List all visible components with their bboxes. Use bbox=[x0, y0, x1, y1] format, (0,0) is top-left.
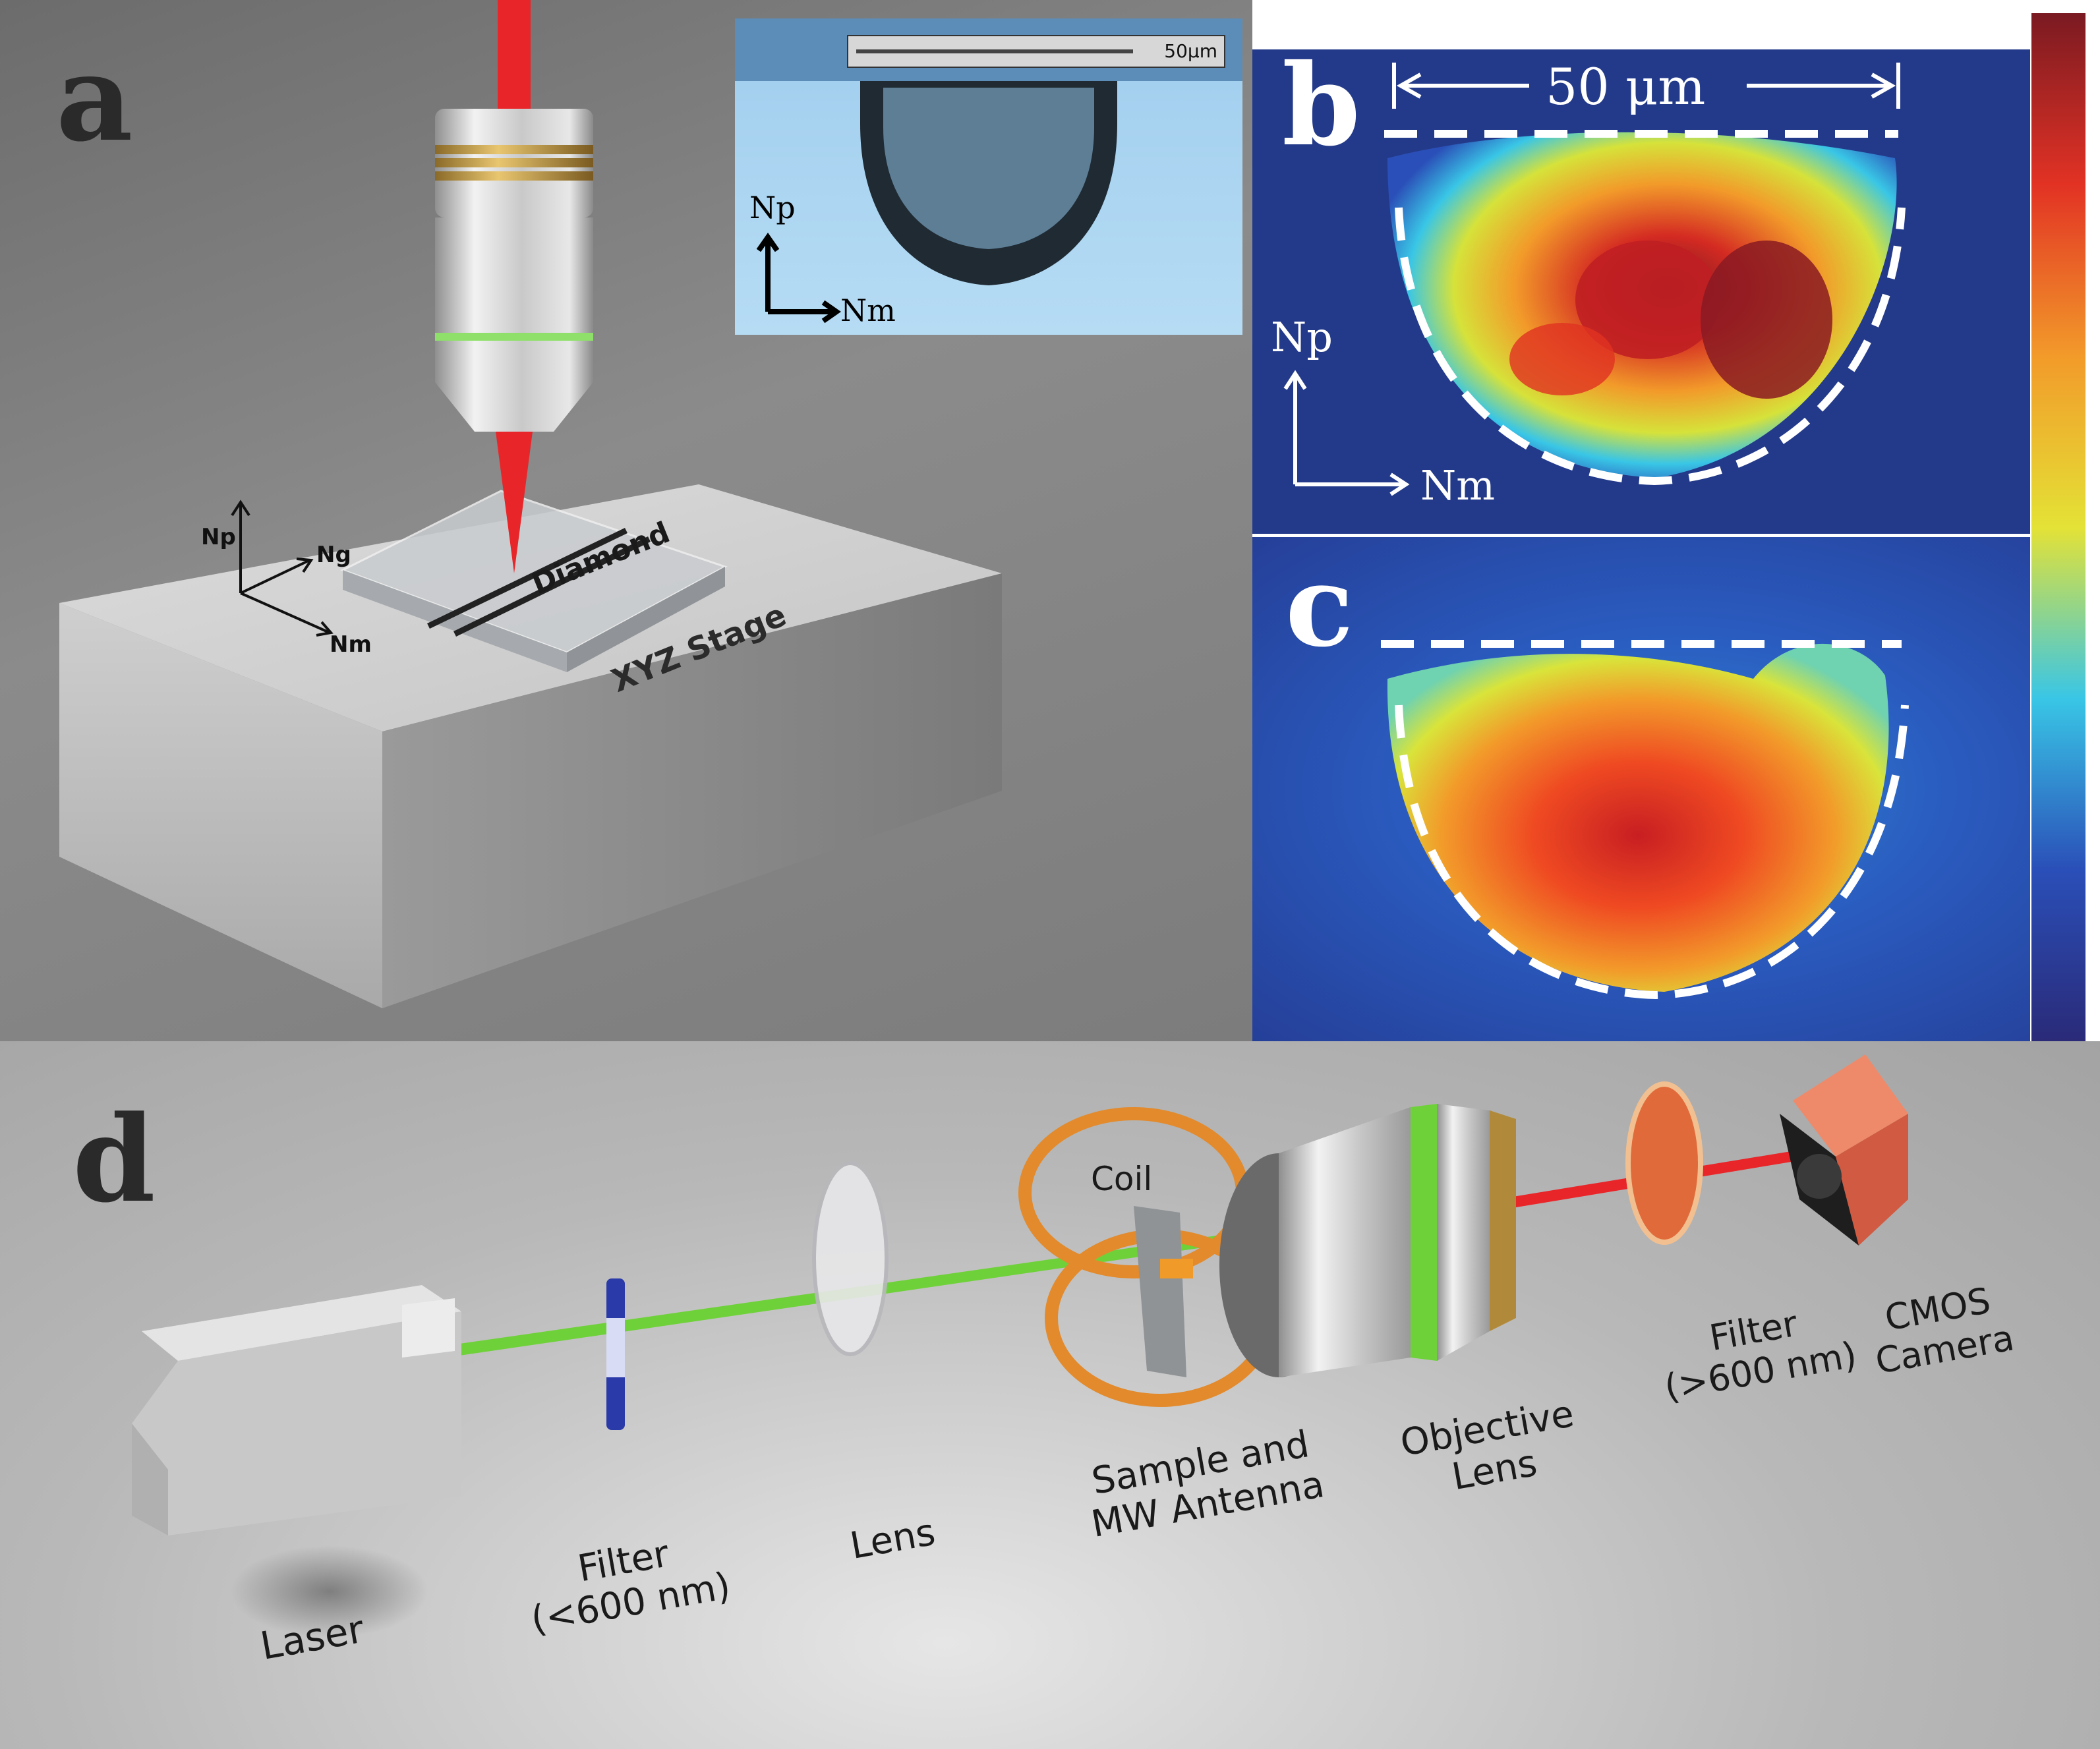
lens-optic bbox=[812, 1161, 889, 1356]
inset-micrograph: 50μm Np Nm bbox=[735, 18, 1242, 335]
laser-beam-input bbox=[498, 0, 531, 112]
panel-c-letter: c bbox=[1285, 540, 1354, 672]
inset-trench bbox=[735, 18, 1242, 285]
cmos-camera bbox=[1780, 1054, 1908, 1246]
laser-box bbox=[132, 1285, 461, 1535]
laser-focus-cone bbox=[496, 432, 533, 573]
panel-d: d Laser Filter (<600 nm) Lens Coil Sampl… bbox=[0, 1041, 2100, 1749]
axis-ng-label: Ng bbox=[316, 542, 351, 568]
filter2-optic bbox=[1625, 1081, 1703, 1245]
inset-scale-label: 50μm bbox=[1164, 40, 1217, 62]
fluorescence-map-c bbox=[1381, 640, 1909, 1000]
inset-nm-label: Nm bbox=[840, 293, 896, 328]
panel-d-letter: d bbox=[73, 1090, 156, 1229]
panel-b-nm-label: Nm bbox=[1420, 461, 1496, 509]
axes-a bbox=[231, 500, 334, 637]
objective-lens bbox=[435, 109, 593, 432]
panel-b-letter: b bbox=[1282, 49, 1360, 171]
panel-b-np-label: Np bbox=[1271, 313, 1333, 361]
panel-b-scale-label: 50 μm bbox=[1546, 57, 1706, 116]
label-coil: Coil bbox=[1091, 1160, 1153, 1198]
fluorescence-map-b bbox=[1283, 63, 1906, 496]
diamond-sample bbox=[340, 490, 728, 672]
inset-scale-bar: 50μm bbox=[847, 35, 1225, 68]
panel-a-illustration bbox=[59, 0, 1002, 1008]
inset-axes bbox=[756, 233, 841, 324]
panel-b: b 50 μm Np Nm bbox=[1252, 49, 2030, 534]
objective-d bbox=[1219, 1104, 1516, 1377]
inset-scale-line bbox=[856, 49, 1133, 53]
panel-c: c bbox=[1252, 537, 2030, 1041]
panel-a-letter: a bbox=[56, 29, 133, 168]
panel-d-illustration bbox=[132, 1054, 1908, 1638]
panel-a: a Np Ng Nm Diamond XYZ Stage 50μm Np Nm bbox=[0, 0, 1252, 1041]
laser-shadow bbox=[231, 1545, 428, 1638]
axis-nm-label: Nm bbox=[330, 631, 372, 658]
sample-plate bbox=[1134, 1206, 1186, 1377]
inset-np-label: Np bbox=[749, 190, 796, 225]
axis-np-label: Np bbox=[201, 524, 236, 550]
colorbar bbox=[2031, 13, 2085, 1041]
